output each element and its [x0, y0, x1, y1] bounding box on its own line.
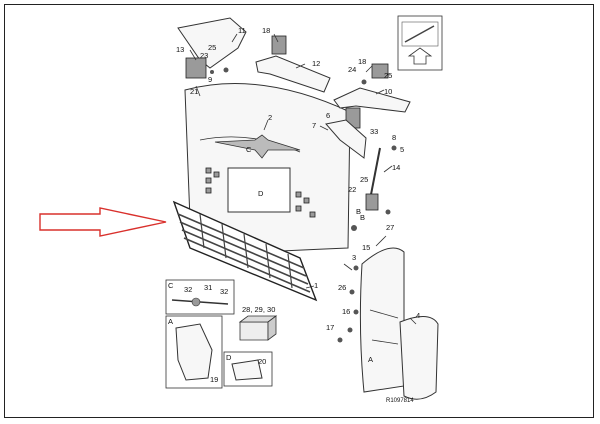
box-letter-b: B	[360, 213, 365, 222]
bracket-22	[365, 193, 379, 211]
front-arrow-icon	[397, 15, 443, 71]
emblem	[214, 134, 301, 159]
label-2: 2	[268, 113, 272, 122]
diagram-frame	[4, 4, 594, 418]
label-8: 8	[392, 133, 396, 142]
label-6: 6	[326, 111, 330, 120]
label-4: 4	[416, 311, 420, 320]
label-17: 17	[326, 323, 334, 332]
label-5: 5	[400, 145, 404, 154]
top-strip-center	[255, 55, 331, 93]
hinge-right	[371, 63, 389, 79]
callout-d: D	[258, 189, 264, 198]
label-16: 16	[342, 307, 350, 316]
label-14: 14	[392, 163, 400, 172]
callout-c: C	[246, 145, 252, 154]
center-recess	[227, 167, 291, 213]
label-31: 31	[204, 283, 212, 292]
label-18a: 18	[262, 26, 270, 35]
fasteners	[210, 67, 397, 343]
label-7: 7	[312, 121, 316, 130]
label-25c: 25	[360, 175, 368, 184]
top-strip-right	[333, 87, 411, 113]
corner-cover	[399, 316, 439, 400]
label-25b: 25	[384, 71, 392, 80]
detail-box-d	[223, 351, 273, 387]
detail-box-c	[165, 279, 235, 315]
callout-a: A	[368, 355, 373, 364]
tool-icon	[238, 315, 278, 341]
callout-b: B	[356, 207, 361, 216]
label-27: 27	[386, 223, 394, 232]
label-32b: 32	[220, 287, 228, 296]
corner-panel	[359, 247, 405, 393]
label-23: 23	[200, 51, 208, 60]
label-10: 10	[384, 87, 392, 96]
callout-arrow-icon	[39, 207, 167, 237]
label-19: 19	[210, 375, 218, 384]
box-letter-c: C	[168, 281, 174, 290]
box-letter-a: A	[168, 317, 173, 326]
panel-holes	[205, 167, 316, 218]
label-32a: 32	[184, 285, 192, 294]
hinge-top	[271, 35, 287, 55]
label-21: 21	[190, 87, 198, 96]
label-24: 24	[348, 65, 356, 74]
hinge-left	[185, 57, 207, 79]
bracket-7	[325, 119, 367, 159]
label-15: 15	[362, 243, 370, 252]
label-20: 20	[258, 357, 266, 366]
label-26: 26	[338, 283, 346, 292]
grille	[172, 200, 318, 302]
label-9: 9	[208, 75, 212, 84]
label-3: 3	[352, 253, 356, 262]
leader-lines	[189, 33, 417, 325]
label-11: 11	[238, 26, 246, 35]
label-18b: 18	[358, 57, 366, 66]
label-22: 22	[348, 185, 356, 194]
label-1: 1	[314, 281, 318, 290]
label-28-29-30: 28, 29, 30	[242, 305, 275, 314]
label-33: 33	[370, 127, 378, 136]
label-12: 12	[312, 59, 320, 68]
label-13: 13	[176, 45, 184, 54]
reference-code: R1097814	[386, 398, 414, 404]
label-25a: 25	[208, 43, 216, 52]
box-letter-d: D	[226, 353, 232, 362]
